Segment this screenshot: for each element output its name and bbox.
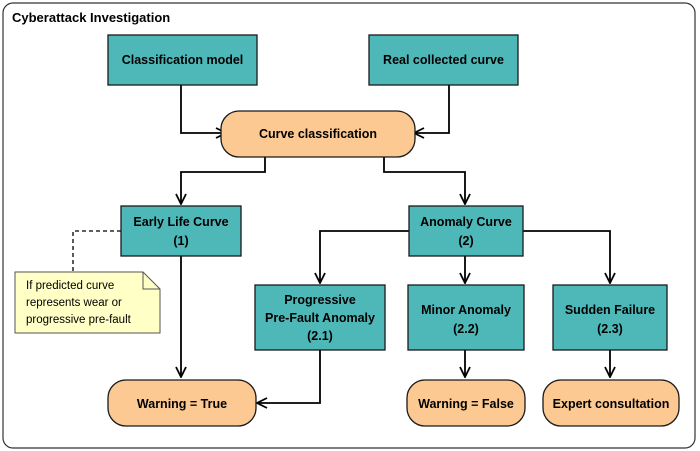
node-label-line2: (2.2): [453, 322, 479, 336]
node-label-line3: (2.1): [307, 329, 333, 343]
node-label-line1: Minor Anomaly: [421, 303, 511, 317]
node-classification-model: Classification model: [107, 34, 258, 86]
node-label: Expert consultation: [553, 397, 670, 411]
node-label: Real collected curve: [383, 53, 504, 67]
edge-model-to-classification: [180, 85, 226, 133]
edge-real-to-classification: [414, 85, 450, 133]
node-label-line1: Early Life Curve: [133, 215, 228, 229]
note-callout: If predicted curve represents wear or pr…: [14, 271, 161, 334]
edge-progressive-to-warning-true: [257, 350, 321, 403]
node-label: Warning = False: [418, 397, 514, 411]
node-warning-false: Warning = False: [406, 379, 526, 427]
node-anomaly-curve: Anomaly Curve (2): [408, 205, 524, 257]
edge-classification-to-early: [181, 157, 266, 204]
node-label: Classification model: [122, 53, 244, 67]
node-label: Curve classification: [259, 127, 377, 141]
note-line2: represents wear or: [26, 297, 122, 309]
node-label-line2: (2.3): [597, 322, 623, 336]
edge-anomaly-to-sudden: [523, 230, 610, 283]
node-expert-consultation: Expert consultation: [542, 379, 680, 427]
diagram-title: Cyberattack Investigation: [12, 10, 170, 25]
note-line1: If predicted curve: [26, 280, 114, 292]
node-label-line1: Anomaly Curve: [420, 215, 512, 229]
node-early-life-curve: Early Life Curve (1): [120, 205, 242, 257]
node-label-line2: (1): [173, 234, 188, 248]
node-real-collected-curve: Real collected curve: [368, 34, 519, 86]
edges: [72, 85, 610, 403]
node-label: Warning = True: [137, 397, 227, 411]
note-line3: progressive pre-fault: [26, 314, 132, 326]
node-progressive-pre-fault: Progressive Pre-Fault Anomaly (2.1): [254, 284, 386, 351]
node-minor-anomaly: Minor Anomaly (2.2): [407, 284, 525, 351]
node-sudden-failure: Sudden Failure (2.3): [552, 284, 668, 351]
node-label-line1: Sudden Failure: [565, 303, 655, 317]
node-warning-true: Warning = True: [107, 379, 257, 427]
node-curve-classification: Curve classification: [220, 110, 416, 158]
edge-anomaly-to-progressive: [320, 230, 409, 283]
node-label-line1: Progressive: [284, 293, 356, 307]
node-label-line2: (2): [458, 234, 473, 248]
node-label-line2: Pre-Fault Anomaly: [265, 311, 375, 325]
note-connector: [72, 230, 121, 271]
edge-classification-to-anomaly: [383, 157, 465, 204]
